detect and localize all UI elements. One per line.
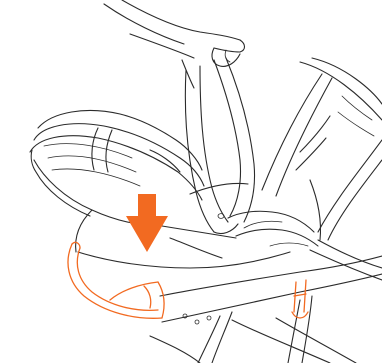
- car-seat: [30, 110, 318, 268]
- down-arrow-icon: [126, 194, 168, 252]
- adapter-highlight: [68, 242, 308, 318]
- stroller-frame: [150, 58, 382, 363]
- hand: [104, 0, 245, 88]
- carry-handle: [185, 58, 254, 234]
